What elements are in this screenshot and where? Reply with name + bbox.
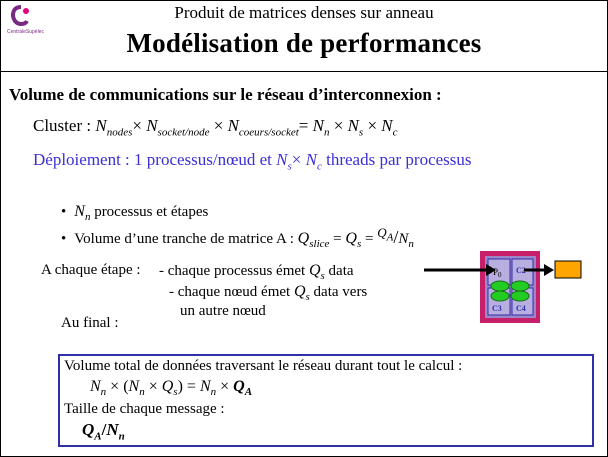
slide-title: Modélisation de performances [126,28,482,58]
step-line-1: - chaque processus émet Qs data [159,262,354,283]
thread-3 [490,290,510,302]
n-nodes: Nnodes [95,116,133,139]
final-label: Au final : [61,315,119,331]
step-line-3: un autre nœud [180,303,266,319]
n-coeurs-socket: Ncoeurs/socket [227,116,299,139]
incoming-arrowhead [486,264,496,276]
thread-1 [490,280,510,292]
deployment-line: Déploiement : 1 processus/nœud et Ns× Nc… [33,150,472,173]
message-size-formula: QA/Nn [82,420,125,443]
node-diagram: P0 C2 C3 C4 [424,251,582,323]
logo-icon [11,5,29,26]
c4-label: C4 [516,304,526,313]
cluster-label: Cluster : [33,116,96,135]
section-title: Volume de communications sur le réseau d… [9,85,442,104]
summary-line-3: Taille de chaque message : [64,401,225,417]
slide-subtitle: Produit de matrices denses sur anneau [174,3,434,22]
outgoing-arrowhead [544,264,554,276]
data-block [554,260,582,279]
summary-box: Volume total de données traversant le ré… [58,354,594,447]
cluster-formula: Cluster : Nnodes× Nsocket/node × Ncoeurs… [33,116,398,139]
bullet-1: •Nn processus et étapes [61,203,209,224]
p0-label: P0 [493,267,502,279]
thread-2 [510,280,530,292]
step-line-2: - chaque nœud émet Qs data vers [169,283,368,304]
logo-name: CentraleSupélec [7,29,44,35]
step-label: A chaque étape : [41,262,141,278]
title-divider [1,71,607,72]
bullet-2: •Volume d’une tranche de matrice A : Qsl… [61,225,414,251]
c3-label: C3 [492,304,502,313]
summary-formula: Nn × (Nn × Qs) = Nn × QA [90,378,253,399]
c2-label: C2 [516,266,526,275]
n-socket-node: Nsocket/node [146,116,210,139]
thread-4 [510,290,530,302]
centralesupelec-logo: CentraleSupélec [7,3,44,39]
summary-line-1: Volume total de données traversant le ré… [64,358,463,374]
